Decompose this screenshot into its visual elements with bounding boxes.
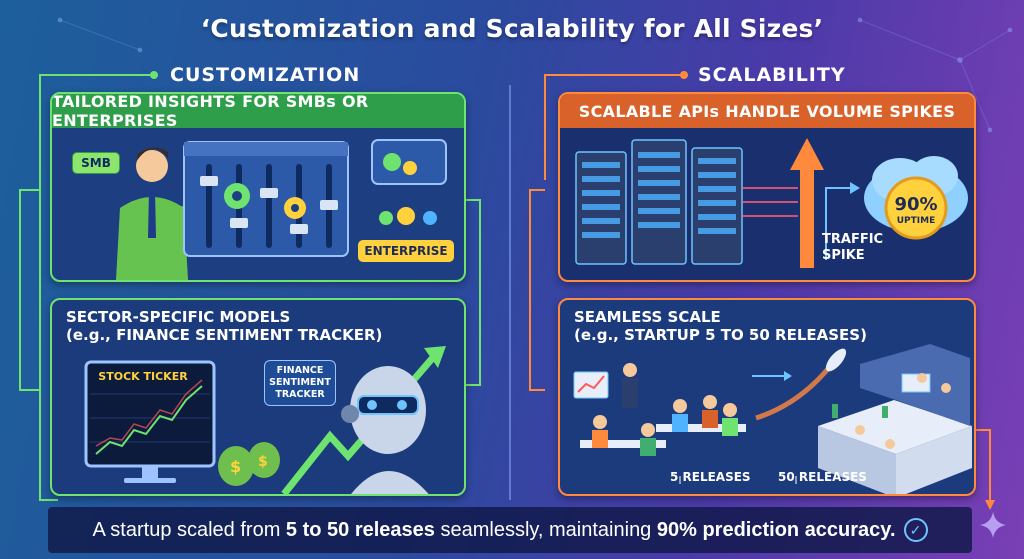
server-rack-icon [575, 139, 743, 265]
ai-robot-icon [341, 366, 429, 494]
sparkle-icon [980, 512, 1006, 538]
data-flow-lines-icon [742, 187, 798, 217]
summary-footer: A startup scaled from 5 to 50 releases s… [48, 507, 972, 553]
five-releases-label: 5 RELEASES [670, 470, 751, 484]
footer-text-bold-releases: 5 to 50 releases [285, 518, 435, 541]
smb-tag: SMB [72, 152, 120, 174]
tailored-insights-panel: TAILORED INSIGHTS FOR SMBs OR ENTERPRISE… [50, 92, 466, 282]
stock-ticker-label: STOCK TICKER [98, 369, 188, 383]
fifty-releases-label: 50 RELEASES [778, 470, 867, 484]
tailored-insights-header: TAILORED INSIGHTS FOR SMBs OR ENTERPRISE… [52, 94, 464, 130]
uptime-badge-icon [884, 176, 948, 240]
stock-ticker-monitor-icon [84, 360, 216, 483]
footer-text-middle: seamlessly, maintaining [434, 518, 657, 541]
trend-arrow-icon [825, 187, 852, 260]
scalable-apis-illustration [575, 138, 968, 268]
sector-models-panel: SECTOR-SPECIFIC MODELS (e.g., FINANCE SE… [50, 298, 466, 496]
settings-sliders-board-icon [183, 141, 349, 257]
seamless-scale-caption-line1: SEAMLESS SCALE [574, 308, 721, 326]
tailored-insights-illustration [116, 139, 447, 280]
page-title: ‘Customization and Scalability for All S… [200, 14, 824, 43]
tracker-label-line3: TRACKER [275, 389, 325, 400]
traffic-spike-arrow-icon [790, 138, 824, 268]
footer-text-prefix: A startup scaled from [92, 518, 286, 541]
traffic-spike-label: TRAFFIC SPIKE [822, 232, 883, 264]
seamless-scale-illustration [573, 344, 972, 494]
money-symbol-1: $ [230, 457, 241, 476]
large-office-building-icon [818, 344, 972, 494]
check-icon: ✓ [903, 518, 928, 542]
gear-cluster-icon [371, 139, 447, 225]
traffic-spike-label-line1: TRAFFIC [822, 232, 884, 247]
traffic-spike-label-line2: SPIKE [822, 248, 865, 263]
seamless-scale-caption-line2: (e.g., STARTUP 5 TO 50 RELEASES) [574, 326, 867, 344]
money-bag-icon: $ $ [218, 442, 280, 486]
rocket-icon [755, 348, 847, 421]
finance-sentiment-tracker-bubble: FINANCE SENTIMENT TRACKER [264, 360, 336, 406]
scalable-apis-panel: SCALABLE APIs HANDLE VOLUME SPIKES [558, 92, 976, 282]
scalable-apis-header: SCALABLE APIs HANDLE VOLUME SPIKES [560, 94, 974, 128]
seamless-scale-panel: SEAMLESS SCALE (e.g., STARTUP 5 TO 50 RE… [558, 298, 976, 496]
sector-models-illustration: $ $ [84, 346, 446, 494]
footer-text-bold-accuracy: 90% prediction accuracy. [656, 518, 896, 541]
small-team-office-icon [573, 363, 746, 456]
customization-section-title: CUSTOMIZATION [170, 64, 361, 86]
uptime-label: UPTIME [896, 216, 936, 226]
uptime-value: 90% [894, 194, 938, 215]
scalability-section-title: SCALABILITY [698, 64, 846, 86]
money-symbol-2: $ [258, 454, 268, 470]
sector-models-caption-line2: (e.g., FINANCE SENTIMENT TRACKER) [66, 326, 383, 344]
tracker-label-line1: FINANCE [276, 365, 324, 376]
enterprise-tag: ENTERPRISE [358, 240, 454, 262]
tracker-label-line2: SENTIMENT [269, 377, 331, 388]
sector-models-caption-line1: SECTOR-SPECIFIC MODELS [66, 308, 291, 326]
